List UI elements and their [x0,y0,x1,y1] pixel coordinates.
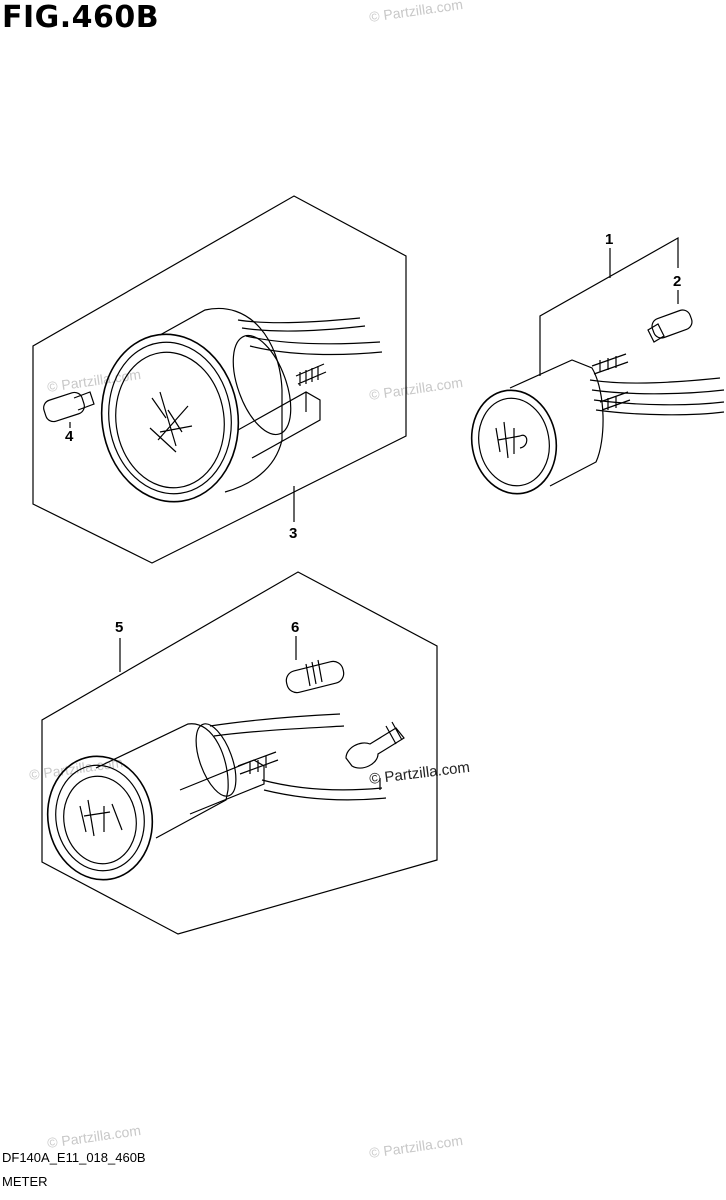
gauge-assembly-1 [470,236,725,495]
watermark: © Partzilla.com [368,1132,464,1161]
callout-group: 1 2 3 4 5 6 [65,231,681,636]
gauge-5-wires [209,713,387,801]
gauge-1-bezel-inner [478,397,550,487]
gauge-3-bracket [237,391,321,459]
watermark-center: © Partzilla.com [368,759,470,788]
callout-3: 3 [289,525,297,542]
gauge-1-wires [589,377,725,416]
watermark-group: © Partzilla.com © Partzilla.com © Partzi… [28,0,464,1161]
gauge-3-face [115,351,225,489]
callout-4: 4 [65,428,74,445]
gauge-3-bezel-inner [108,341,232,495]
gauge-3-bezel [100,333,240,503]
bulb-2-base [647,323,665,343]
gauge-3-back [232,334,292,436]
bulb-2 [651,309,693,339]
gauge-1-body [509,359,604,487]
gauge-1-bezel [470,389,558,495]
bulb-4 [43,391,85,423]
figure-name: METER [2,1174,48,1189]
gauge-5-body [95,723,229,839]
gauge-5-face [63,775,137,865]
connector-plug [345,721,405,769]
gauge-5-bezel [46,755,154,881]
gauge-3-body [159,307,283,493]
watermark: © Partzilla.com [46,366,142,395]
assembly-3-frame [32,195,407,564]
gauge-5-back [195,723,237,797]
bulb-4-base [73,391,95,411]
gauge-assembly-3 [32,195,407,564]
gauge-5-face-symbol [79,799,123,837]
gauge-1-studs [591,353,631,411]
figure-title: FIG.460B [2,0,160,35]
assembly-5-frame [41,571,438,935]
gauge-3-stud [295,363,327,386]
watermark: © Partzilla.com [368,374,464,403]
gauge-3-wires [237,317,383,356]
callout-1: 1 [605,231,613,248]
callout-5: 5 [115,619,123,636]
assembly-1-frame [539,236,679,376]
gauge-1-face-symbol [495,421,528,459]
gauge-assembly-5 [41,571,438,935]
watermark: © Partzilla.com [46,1122,142,1151]
callout-2: 2 [673,273,681,290]
callout-6: 6 [291,619,299,636]
gauge-5-bezel-inner [55,764,145,872]
bulb-6-ribs [305,659,323,687]
figure-code: DF140A_E11_018_460B [2,1150,146,1165]
gauge-3-needle [149,391,193,453]
gauge-5-stud [237,751,279,775]
gauge-5-bracket [179,759,265,815]
watermark: © Partzilla.com [368,0,464,25]
